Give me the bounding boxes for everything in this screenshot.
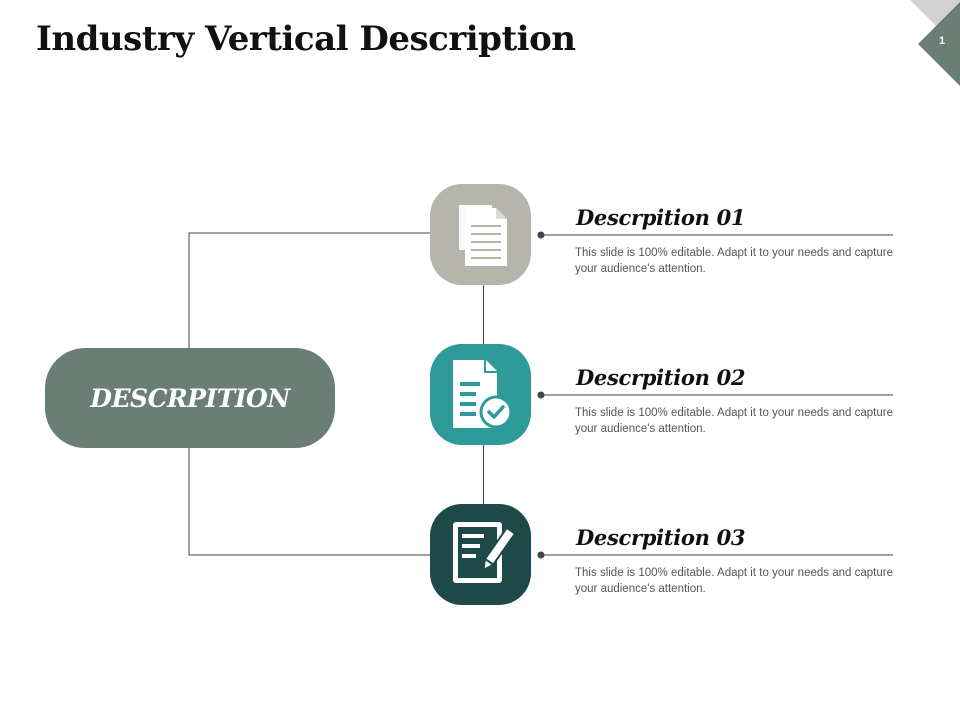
item-2-heading: Descrpition 02	[576, 365, 746, 390]
item-2-body: This slide is 100% editable. Adapt it to…	[575, 407, 893, 435]
page-number: 1	[938, 35, 946, 47]
connector-top	[188, 232, 430, 348]
item-2-icon-tile	[430, 344, 531, 445]
item-1-icon-tile	[430, 184, 531, 285]
item-3-body: This slide is 100% editable. Adapt it to…	[575, 567, 893, 595]
edit-document-icon	[453, 522, 517, 583]
connector-bottom	[188, 448, 430, 556]
slide-title: Industry Vertical Description	[36, 19, 576, 59]
item-1-body: This slide is 100% editable. Adapt it to…	[575, 247, 893, 275]
center-node-label: DESCRPITION	[90, 383, 290, 413]
rule-dot-3	[537, 551, 545, 559]
rule-dot-2	[537, 391, 545, 399]
item-3-heading: Descrpition 03	[576, 525, 746, 550]
rule-dot-1	[537, 231, 545, 239]
item-1-heading: Descrpition 01	[576, 205, 746, 230]
item-3-icon-tile	[430, 504, 531, 605]
center-node: DESCRPITION	[45, 348, 335, 448]
documents-icon	[459, 205, 508, 266]
document-check-icon	[453, 360, 513, 429]
